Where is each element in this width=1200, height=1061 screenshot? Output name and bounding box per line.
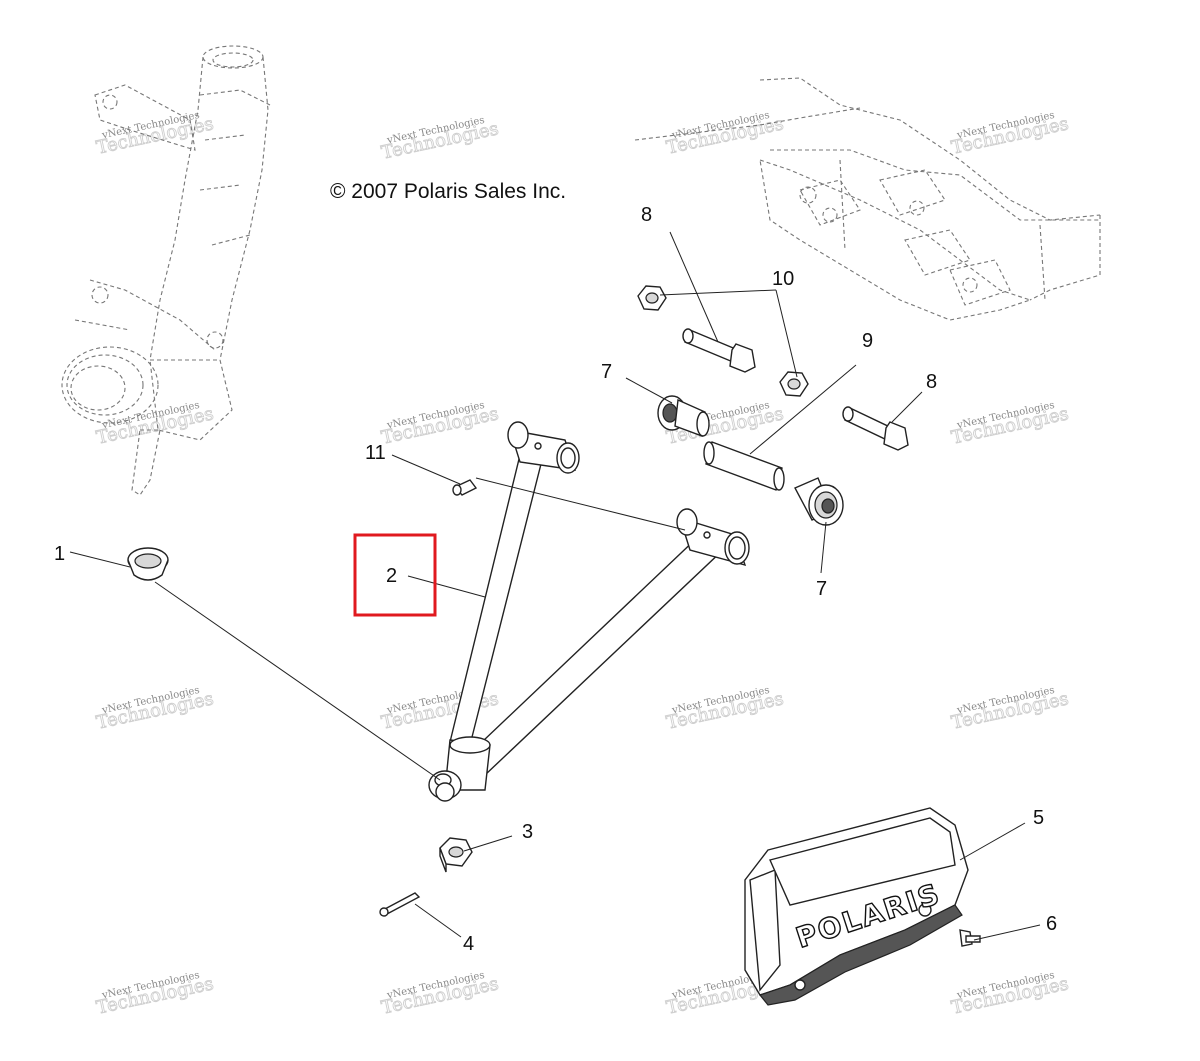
callout-1: 1: [54, 543, 65, 565]
cotter-pin-part-4: [379, 892, 421, 917]
bushing-part-7-upper: [657, 395, 710, 437]
callout-2: 2: [386, 565, 397, 587]
callout-3: 3: [522, 821, 533, 843]
bolt-part-8-right: [842, 406, 909, 451]
callout-11: 11: [365, 442, 386, 464]
watermark: Technologies vNext Technologies: [379, 115, 501, 164]
frame-illustration: [634, 77, 1101, 321]
watermark: Technologies vNext Technologies: [94, 685, 216, 734]
watermark: Technologies vNext Technologies: [379, 970, 501, 1019]
leader-lines: [69, 231, 1041, 941]
nut-part-3: [439, 837, 473, 873]
callout-8-right: 8: [926, 371, 937, 393]
steering-knuckle-illustration: [61, 45, 271, 496]
watermark: Technologies vNext Technologies: [379, 400, 501, 449]
watermark: Technologies vNext Technologies: [664, 110, 786, 159]
watermark: Technologies vNext Technologies: [949, 400, 1071, 449]
bushing-part-7-lower: [794, 477, 844, 526]
highlight-box: [353, 533, 437, 617]
callout-4: 4: [463, 933, 474, 955]
callout-7-upper: 7: [601, 361, 612, 383]
callout-5: 5: [1033, 807, 1044, 829]
bolt-part-8-upper: [682, 328, 756, 373]
callout-7-lower: 7: [816, 578, 827, 600]
a-arm-part-2: [428, 421, 750, 802]
grease-fitting-part-11: [452, 479, 478, 496]
nut-part-10-lower: [779, 371, 809, 397]
copyright-text: © 2007 Polaris Sales Inc.: [330, 180, 566, 203]
callout-9: 9: [862, 330, 873, 352]
guard-part-5: POLARIS: [744, 807, 969, 1006]
watermark: Technologies vNext Technologies: [949, 970, 1071, 1019]
callout-8-upper: 8: [641, 204, 652, 226]
watermark: Technologies vNext Technologies: [949, 110, 1071, 159]
callout-6: 6: [1046, 913, 1057, 935]
boot-part-1: [127, 547, 169, 581]
sleeve-part-9: [703, 441, 785, 491]
nut-part-10-upper: [637, 285, 667, 311]
screw-part-6: [959, 929, 981, 947]
callouts: 1 2 3 4 5 6 7 7 8 8 9 10 11: [54, 204, 1057, 955]
watermark: Technologies vNext Technologies: [949, 685, 1071, 734]
callout-10: 10: [772, 268, 794, 290]
watermark: Technologies vNext Technologies: [94, 970, 216, 1019]
watermark: Technologies vNext Technologies: [664, 685, 786, 734]
